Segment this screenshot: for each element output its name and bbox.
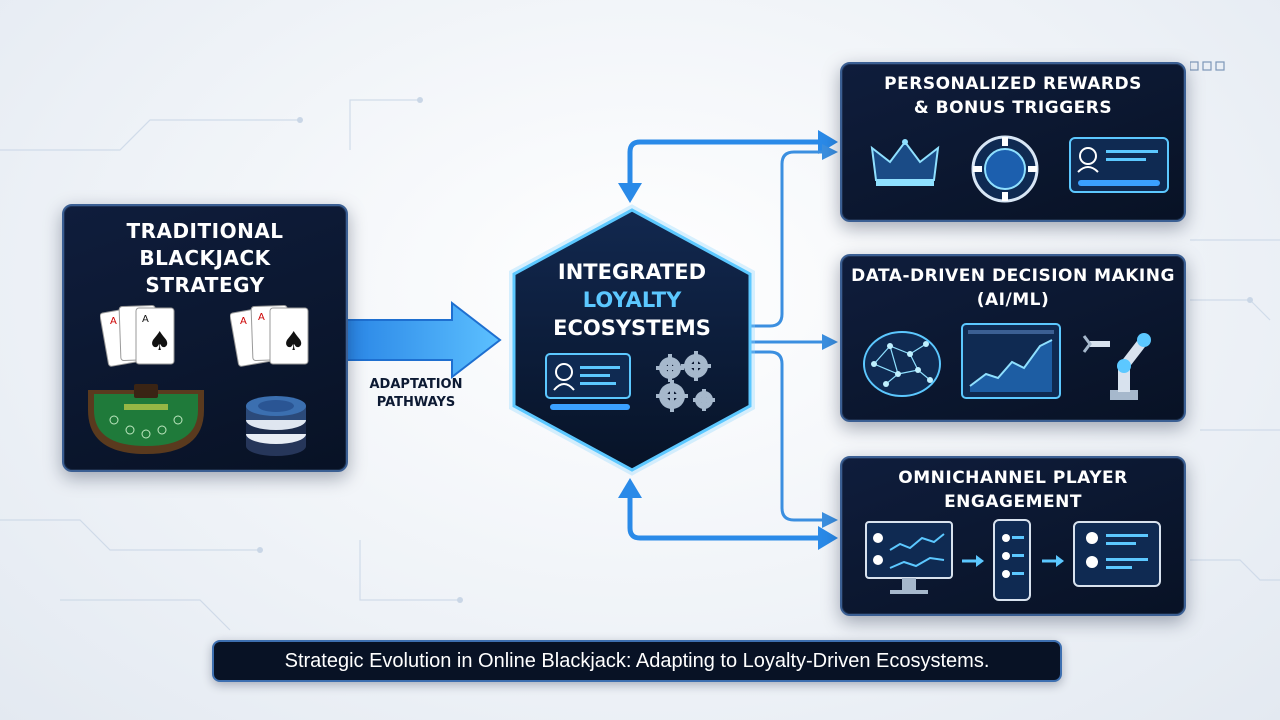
player-profile-card-icon	[545, 353, 631, 410]
title-line: ENGAGEMENT	[944, 492, 1082, 512]
title-line: BLACKJACK	[139, 246, 271, 270]
corner-decor-icon	[1190, 61, 1225, 71]
title-line: TRADITIONAL	[126, 219, 284, 243]
title-line: (AI/ML)	[976, 290, 1050, 310]
playing-cards-icon: A ♠ A	[100, 304, 175, 367]
connector-top	[627, 139, 823, 188]
desktop-monitor-icon	[865, 521, 953, 594]
arrow-right-icon	[962, 555, 984, 567]
svg-text:A: A	[142, 314, 149, 325]
traditional-strategy-panel: TRADITIONAL BLACKJACK STRATEGY A ♠ A A A…	[62, 204, 348, 472]
playing-cards-icon: A A ♠	[230, 304, 309, 367]
adaptation-pathways-label: ADAPTATION PATHWAYS	[346, 376, 486, 412]
chip-stack-icon	[246, 396, 306, 456]
omnichannel-title: OMNICHANNEL PLAYER ENGAGEMENT	[842, 466, 1184, 514]
svg-text:A: A	[240, 316, 247, 327]
svg-text:♠: ♠	[282, 327, 305, 357]
player-profile-card-icon	[1069, 137, 1169, 193]
crown-icon	[870, 139, 940, 186]
title-line: & BONUS TRIGGERS	[913, 98, 1113, 118]
personalized-rewards-title: PERSONALIZED REWARDS & BONUS TRIGGERS	[842, 72, 1184, 120]
integrated-loyalty-hub: INTEGRATED LOYALTY ECOSYSTEMS	[500, 200, 764, 480]
hub-title-line: LOYALTY	[582, 288, 682, 312]
label-line: ADAPTATION	[369, 377, 463, 392]
casino-chip-icon	[971, 135, 1039, 203]
hub-title-line: ECOSYSTEMS	[553, 316, 711, 340]
traditional-strategy-title: TRADITIONAL BLACKJACK STRATEGY	[64, 218, 346, 299]
omnichannel-panel: OMNICHANNEL PLAYER ENGAGEMENT	[840, 456, 1186, 616]
analytics-chart-icon	[961, 323, 1061, 399]
caption-banner: Strategic Evolution in Online Blackjack:…	[212, 640, 1062, 682]
svg-text:♠: ♠	[148, 327, 171, 357]
tablet-icon	[1073, 521, 1161, 587]
smartphone-icon	[993, 519, 1031, 601]
robotic-arm-icon	[1082, 333, 1151, 400]
data-driven-title: DATA-DRIVEN DECISION MAKING (AI/ML)	[842, 264, 1184, 312]
data-driven-panel: DATA-DRIVEN DECISION MAKING (AI/ML)	[840, 254, 1186, 422]
neural-brain-icon	[863, 331, 941, 397]
gears-icon	[656, 351, 715, 412]
blackjack-table-icon	[88, 384, 204, 454]
hub-title: INTEGRATED LOYALTY ECOSYSTEMS	[500, 258, 764, 342]
svg-text:A: A	[258, 312, 265, 323]
hub-title-line: INTEGRATED	[557, 260, 707, 284]
title-line: DATA-DRIVEN DECISION MAKING	[851, 266, 1175, 286]
arrow-right-icon	[1042, 555, 1064, 567]
title-line: STRATEGY	[145, 273, 265, 297]
personalized-rewards-panel: PERSONALIZED REWARDS & BONUS TRIGGERS	[840, 62, 1186, 222]
title-line: PERSONALIZED REWARDS	[884, 74, 1142, 94]
adaptation-arrow	[345, 300, 502, 380]
title-line: OMNICHANNEL PLAYER	[898, 468, 1128, 488]
label-line: PATHWAYS	[376, 395, 456, 410]
svg-text:A: A	[110, 316, 117, 327]
